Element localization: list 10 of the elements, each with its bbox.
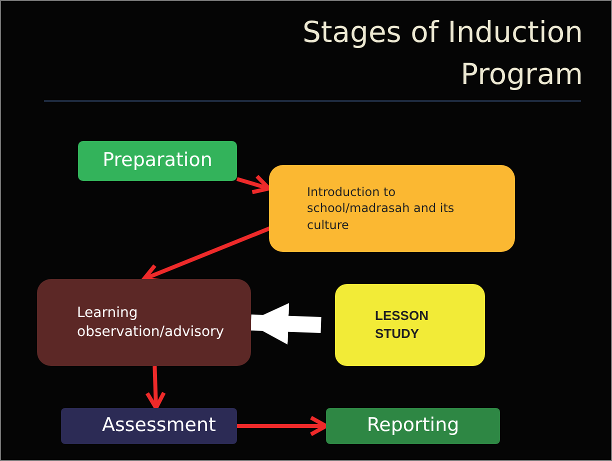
arrow [145, 366, 166, 410]
stage-box: Preparation [78, 141, 237, 181]
stage-box: LESSON STUDY [335, 284, 485, 366]
stage-box: Reporting [326, 408, 500, 444]
stage-box: Introduction to school/madrasah and its culture [269, 165, 515, 252]
slide-title: Stages of Induction Program [301, 14, 583, 93]
stage-box: Learning observation/advisory [37, 279, 251, 366]
stage-box: Assessment [61, 408, 237, 444]
arrow [236, 174, 271, 194]
arrow [237, 416, 328, 436]
